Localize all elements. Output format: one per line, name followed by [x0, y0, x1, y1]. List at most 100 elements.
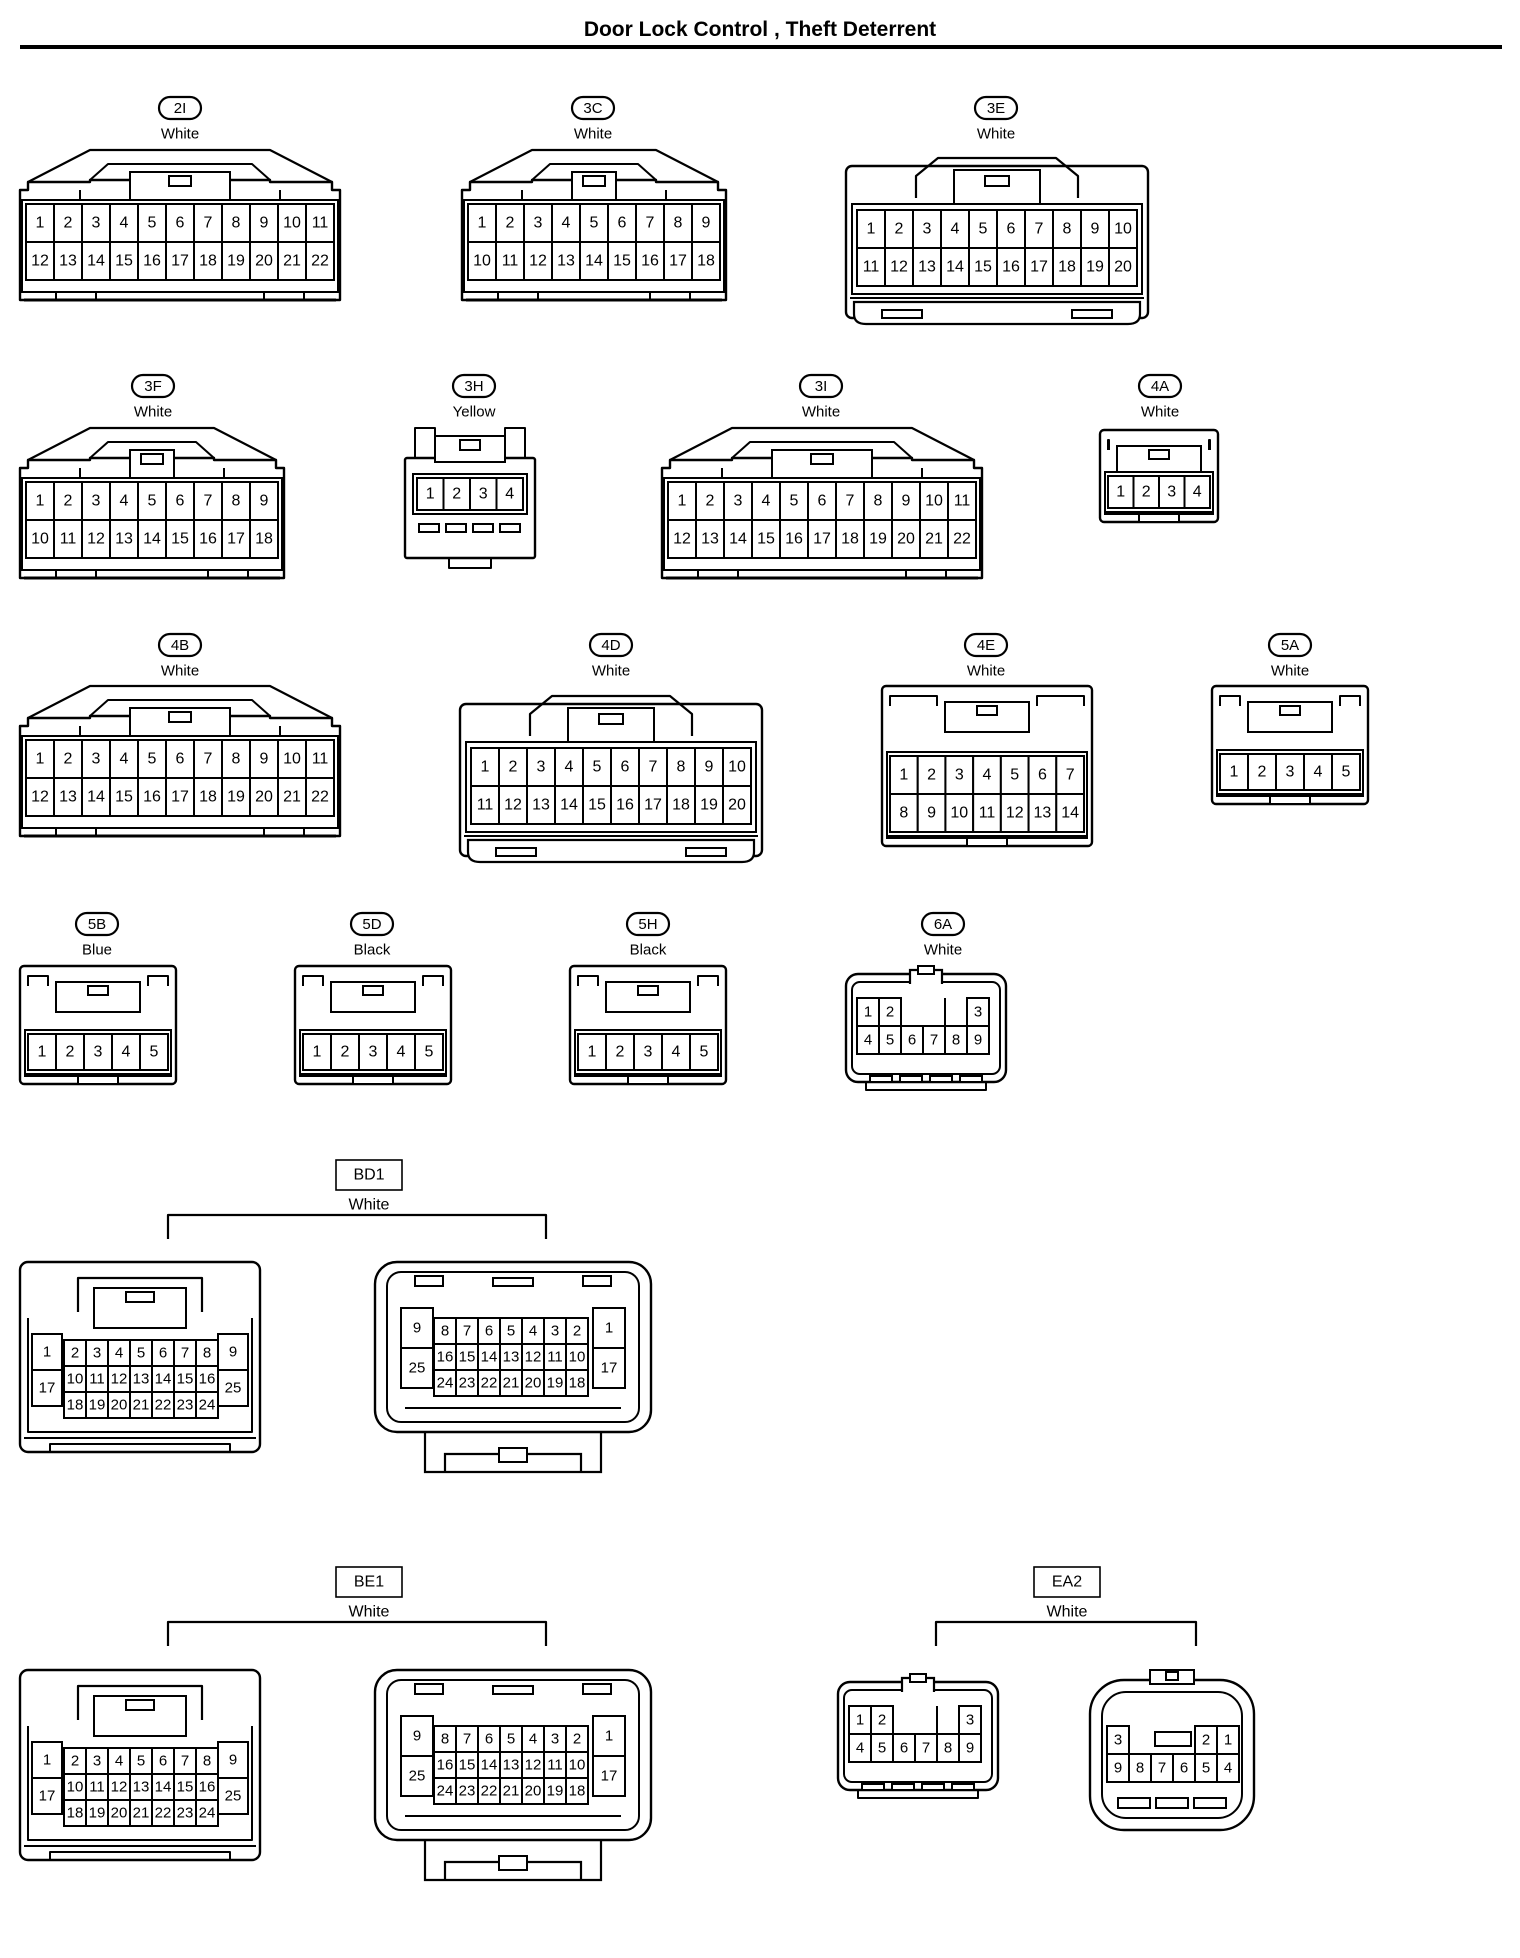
pin-number: 10: [67, 1779, 84, 1796]
pin-cell: [968, 247, 998, 287]
pin-number: 13: [59, 789, 77, 806]
pin-cell: [610, 785, 640, 825]
connector-id: 3C: [583, 100, 602, 117]
pin-cell: [919, 481, 949, 521]
pin-number: 5: [137, 1345, 145, 1362]
pin-number: 1: [36, 751, 45, 768]
latch-tab: [168, 175, 192, 187]
pin-number: 17: [227, 531, 245, 548]
pin-number: 12: [673, 531, 691, 548]
bottom-key: [352, 1075, 394, 1085]
pin-cell: [807, 519, 837, 559]
pin-number: 4: [562, 215, 571, 232]
pin-number: 1: [1230, 764, 1239, 781]
pin-number: 4: [529, 1731, 537, 1748]
pin-cell: [53, 241, 83, 281]
pin-number: 1: [481, 759, 490, 776]
pin-number: 9: [902, 493, 911, 510]
pin-number: 8: [232, 215, 241, 232]
pin-cell: [592, 1715, 626, 1757]
pin-number: 8: [441, 1323, 449, 1340]
latch-tab: [976, 705, 998, 716]
pin-cell: [592, 1307, 626, 1349]
pin-number: 1: [864, 1004, 872, 1021]
pin-cell: [863, 519, 893, 559]
connector-color: White: [1271, 663, 1309, 680]
pin-cell: [31, 1777, 63, 1815]
pin-number: 16: [641, 253, 659, 270]
pin-number: 10: [67, 1371, 84, 1388]
pin-number: 9: [974, 1032, 982, 1049]
housing-latch: [89, 163, 271, 181]
pin-number: 2: [452, 486, 461, 503]
pin-cell: [592, 1755, 626, 1797]
pin-number: 5: [878, 1740, 886, 1757]
pin-number: 4: [856, 1740, 864, 1757]
pin-number: 3: [479, 486, 488, 503]
pin-number: 5: [507, 1323, 515, 1340]
pin-number: 4: [951, 221, 960, 238]
pin-number: 22: [481, 1783, 498, 1800]
pin-number: 7: [463, 1323, 471, 1340]
housing-latch: [914, 156, 1080, 198]
pin-number: 3: [369, 1044, 378, 1061]
pin-number: 6: [176, 215, 185, 232]
pin-number: 4: [1314, 764, 1323, 781]
pin-number: 7: [1066, 767, 1075, 784]
pin-cell: [891, 519, 921, 559]
pin-number: 6: [1007, 221, 1016, 238]
pin-cell: [1303, 753, 1333, 791]
pin-number: 23: [177, 1805, 194, 1822]
pin-number: 17: [601, 1360, 618, 1377]
pin-number: 17: [171, 253, 189, 270]
housing-slope: [27, 148, 333, 183]
housing-detail: [302, 975, 444, 986]
pin-cell: [1055, 793, 1086, 833]
pin-number: 18: [67, 1805, 84, 1822]
pin-cell: [996, 209, 1026, 249]
pin-number: 4: [983, 767, 992, 784]
pin-cell: [221, 519, 251, 559]
terminal-slot: [1117, 1797, 1151, 1809]
pin-number: 19: [1086, 259, 1104, 276]
pin-cell: [25, 739, 55, 779]
pin-cell: [1108, 209, 1138, 249]
connector-id: 4A: [1151, 378, 1169, 395]
pin-number: 1: [313, 1044, 322, 1061]
pin-cell: [165, 739, 195, 779]
pin-cell: [1275, 753, 1305, 791]
latch-tab: [917, 965, 935, 975]
pin-number: 20: [525, 1375, 542, 1392]
pin-number: 1: [36, 493, 45, 510]
pin-number: 20: [111, 1397, 128, 1414]
pin-cell: [165, 777, 195, 817]
pin-number: 16: [616, 797, 634, 814]
pin-number: 1: [38, 1044, 47, 1061]
latch-tab: [1279, 705, 1301, 716]
bottom-key: [1269, 795, 1311, 805]
connector-color: White: [802, 404, 840, 421]
housing-detail: [892, 1706, 938, 1734]
pin-number: 11: [979, 805, 996, 822]
latch-tab: [810, 453, 834, 465]
pin-cell: [972, 793, 1002, 833]
latch-window: [605, 981, 691, 1013]
connector-id-badge: [157, 632, 203, 658]
pin-number: 5: [148, 493, 157, 510]
pin-number: 10: [950, 805, 968, 822]
housing-slope: [27, 684, 333, 719]
latch-tab: [637, 985, 659, 996]
pin-number: 8: [1136, 1760, 1144, 1777]
pin-number: 17: [39, 1380, 56, 1397]
pin-number: 7: [1158, 1760, 1166, 1777]
pin-number: 16: [437, 1757, 454, 1774]
housing-latch: [531, 163, 657, 181]
pin-number: 14: [946, 259, 964, 276]
pin-cell: [722, 747, 752, 787]
